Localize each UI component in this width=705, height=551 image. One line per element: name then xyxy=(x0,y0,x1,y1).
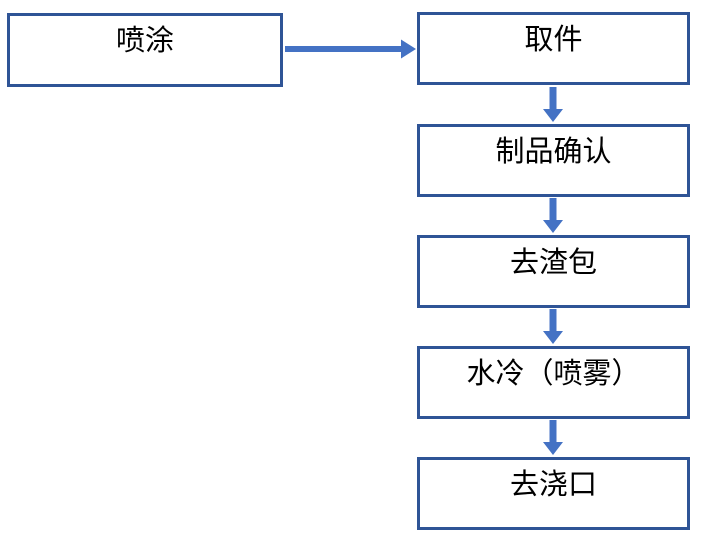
flow-node-slag-bag-removal: 去渣包 xyxy=(417,235,690,308)
arrow-cooling-to-gate xyxy=(543,420,563,455)
flow-node-label: 去浇口 xyxy=(509,467,597,501)
arrow-spray-to-pickup xyxy=(285,39,416,59)
flow-node-water-cooling: 水冷（喷雾） xyxy=(417,346,690,419)
flow-node-label: 水冷（喷雾） xyxy=(466,356,641,390)
flow-node-part-removal: 取件 xyxy=(417,12,690,85)
flow-node-label: 取件 xyxy=(524,22,583,56)
flow-node-label: 喷涂 xyxy=(115,23,174,57)
flow-node-product-check: 制品确认 xyxy=(417,124,690,197)
arrow-slag-to-cooling xyxy=(543,309,563,344)
arrow-pickup-to-check xyxy=(543,87,563,122)
flow-node-spray-coating: 喷涂 xyxy=(7,13,283,87)
flow-node-gate-removal: 去浇口 xyxy=(417,457,690,530)
flow-node-label: 去渣包 xyxy=(509,245,597,279)
arrow-check-to-slag xyxy=(543,198,563,233)
flow-node-label: 制品确认 xyxy=(495,134,612,168)
